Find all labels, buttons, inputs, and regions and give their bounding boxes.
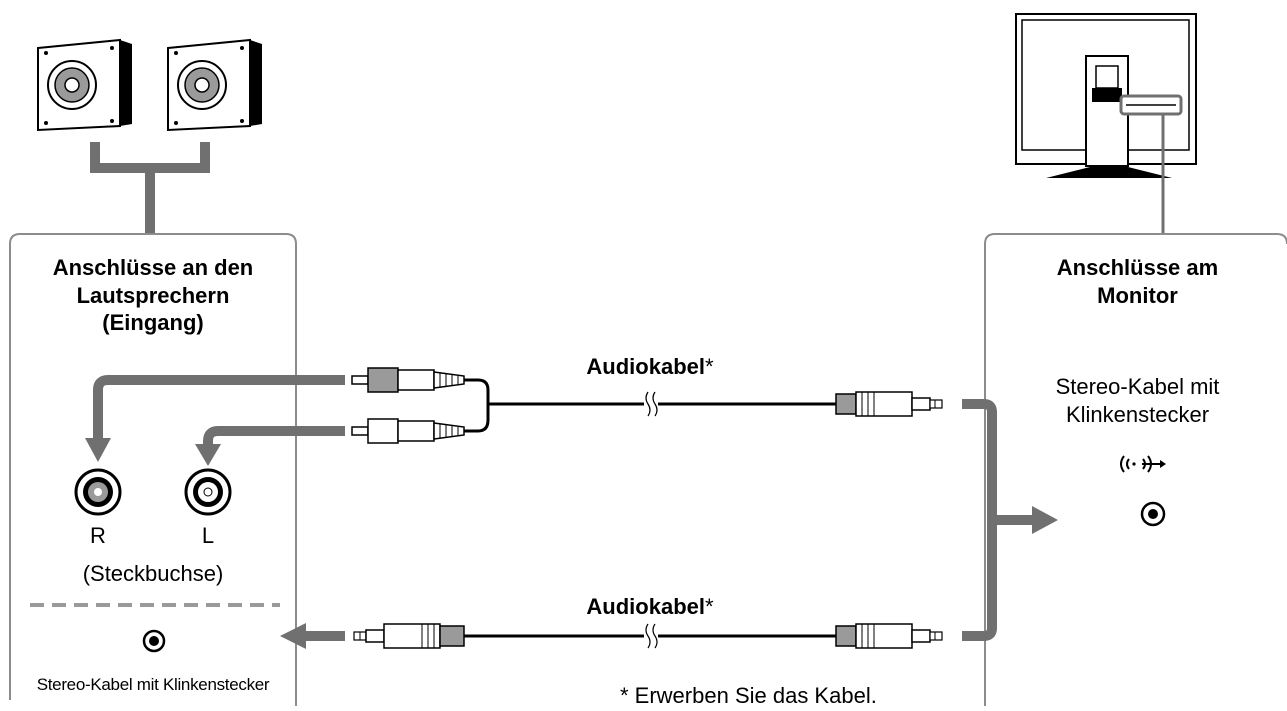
monitor-port-caption: Stereo-Kabel mit Klinkenstecker <box>990 373 1285 428</box>
right-speaker-icon <box>167 38 262 132</box>
bottom-cable-label-text: Audiokabel <box>586 594 705 619</box>
mini-jack-monitor-icon <box>1140 501 1166 527</box>
left-panel-title-line-1: Anschlüsse an den <box>52 255 254 280</box>
left-panel-title: Anschlüsse an den Lautsprechern (Eingang… <box>12 254 294 337</box>
mini-plug-bottom-left-icon <box>353 623 465 649</box>
monitor-illustration <box>1015 13 1197 234</box>
jack-r-label: R <box>90 523 106 548</box>
left-speaker-icon <box>37 38 132 132</box>
right-panel-title-line-1: Anschlüsse am <box>1056 255 1219 280</box>
top-audio-cable <box>351 367 943 444</box>
right-panel-title-line-2: Monitor <box>1097 282 1178 308</box>
mini-jack-left-icon <box>142 629 166 653</box>
bottom-cable-asterisk: * <box>705 594 714 619</box>
left-panel-frame <box>9 233 297 706</box>
flow-arrow-to-l <box>195 426 345 466</box>
left-panel-title-line-3: (Eingang) <box>102 310 204 335</box>
right-panel-frame <box>984 233 1287 706</box>
rca-jack-r-icon <box>74 468 122 516</box>
rca-plug-r-icon <box>351 367 465 393</box>
footnote: * Erwerben Sie das Kabel. <box>620 683 877 708</box>
jack-caption: (Steckbuchse) <box>82 561 224 586</box>
top-cable-label: Audiokabel* <box>540 353 760 381</box>
rca-plug-l-icon <box>351 418 465 444</box>
monitor-port-caption-line-2: Klinkenstecker <box>1065 401 1210 427</box>
right-panel-title: Anschlüsse am Monitor <box>990 254 1285 309</box>
mini-plug-top-icon <box>835 391 943 417</box>
jack-l-label: L <box>201 523 215 548</box>
audio-out-icon <box>1120 455 1166 473</box>
top-cable-label-text: Audiokabel <box>586 354 705 379</box>
top-cable-asterisk: * <box>705 354 714 379</box>
speakers-illustration <box>37 38 262 234</box>
flow-arrow-to-speaker-mini <box>280 623 345 649</box>
bottom-audio-cable <box>353 623 943 649</box>
mini-jack-caption: Stereo-Kabel mit Klinkenstecker <box>36 675 270 694</box>
bottom-cable-label: Audiokabel* <box>540 593 760 621</box>
flow-arrow-to-monitor <box>962 399 1058 641</box>
flow-arrow-to-r <box>85 375 345 462</box>
mini-plug-bottom-right-icon <box>835 623 943 649</box>
left-panel-title-line-2: Lautsprechern <box>76 282 230 308</box>
rca-jack-l-icon <box>184 468 232 516</box>
monitor-port-caption-line-1: Stereo-Kabel mit <box>1055 374 1220 399</box>
